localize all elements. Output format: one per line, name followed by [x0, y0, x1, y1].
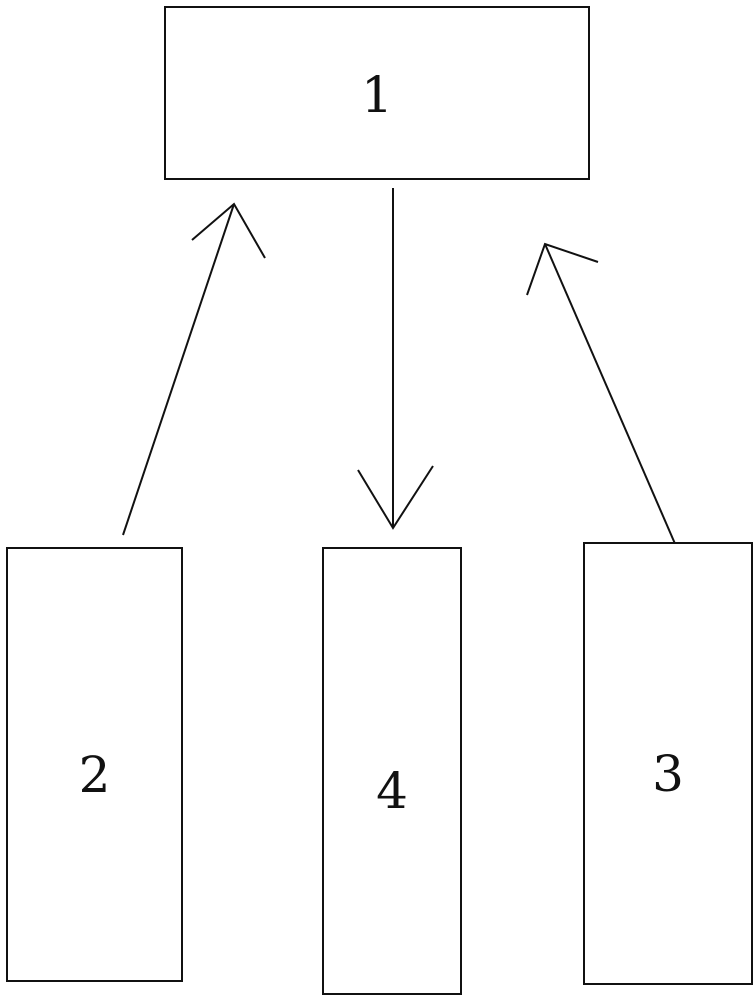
- block-4: 4: [322, 547, 462, 995]
- arrow-3-to-1: [526, 242, 677, 547]
- arrow-3-to-1-shaft: [544, 243, 677, 547]
- block-1: 1: [164, 6, 590, 180]
- arrow-1-to-4: [357, 188, 434, 530]
- block-3-label: 3: [652, 744, 684, 803]
- arrow-2-to-1-shaft: [122, 203, 235, 536]
- block-2: 2: [6, 547, 183, 982]
- block-1-label: 1: [361, 66, 393, 124]
- arrow-3-to-1-head: [526, 242, 599, 296]
- arrow-2-to-1-head: [191, 202, 266, 259]
- arrow-2-to-1: [122, 202, 266, 536]
- arrow-1-to-4-head: [357, 465, 434, 530]
- block-2-label: 2: [78, 745, 111, 804]
- block-4-label: 4: [376, 762, 408, 820]
- block-3: 3: [583, 542, 753, 985]
